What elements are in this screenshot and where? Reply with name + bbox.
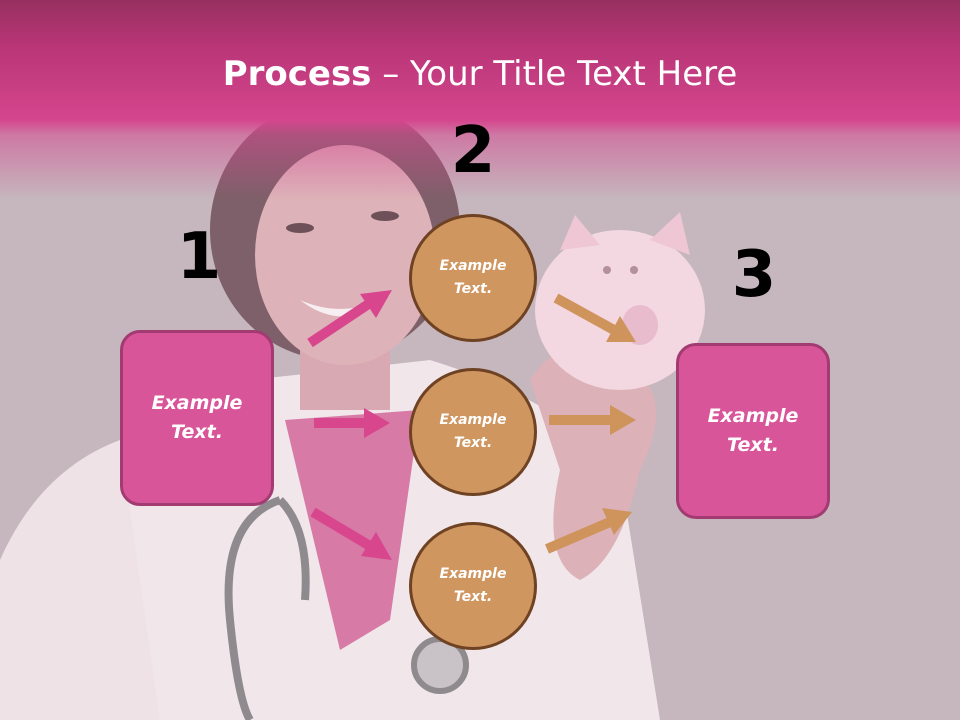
circle-3-text: Example Text. xyxy=(439,566,507,605)
circle-step-3: Example Text. xyxy=(409,522,537,650)
right-box-text: Example Text. xyxy=(707,405,799,456)
step-number-3: 3 xyxy=(731,238,777,312)
title-bar xyxy=(0,0,960,200)
arrow-circle2-to-box3 xyxy=(549,405,636,435)
arrow-circle1-to-box3 xyxy=(553,293,636,342)
left-box-text: Example Text. xyxy=(151,392,243,443)
circle-2-text: Example Text. xyxy=(439,412,507,451)
arrow-box1-to-circle1 xyxy=(307,290,392,348)
circle-step-1: Example Text. xyxy=(409,214,537,342)
step-number-2: 2 xyxy=(450,114,496,188)
arrow-circle3-to-box3 xyxy=(545,508,632,554)
left-text-box: Example Text. xyxy=(120,330,274,506)
arrow-box1-to-circle3 xyxy=(310,507,392,560)
arrow-box1-to-circle2 xyxy=(314,408,390,438)
right-text-box: Example Text. xyxy=(676,343,830,519)
title-rest: – Your Title Text Here xyxy=(371,54,738,94)
circle-1-text: Example Text. xyxy=(439,258,507,297)
step-number-1: 1 xyxy=(176,220,222,294)
circle-step-2: Example Text. xyxy=(409,368,537,496)
slide-title: Process – Your Title Text Here xyxy=(0,54,960,94)
title-bold: Process xyxy=(222,54,372,94)
